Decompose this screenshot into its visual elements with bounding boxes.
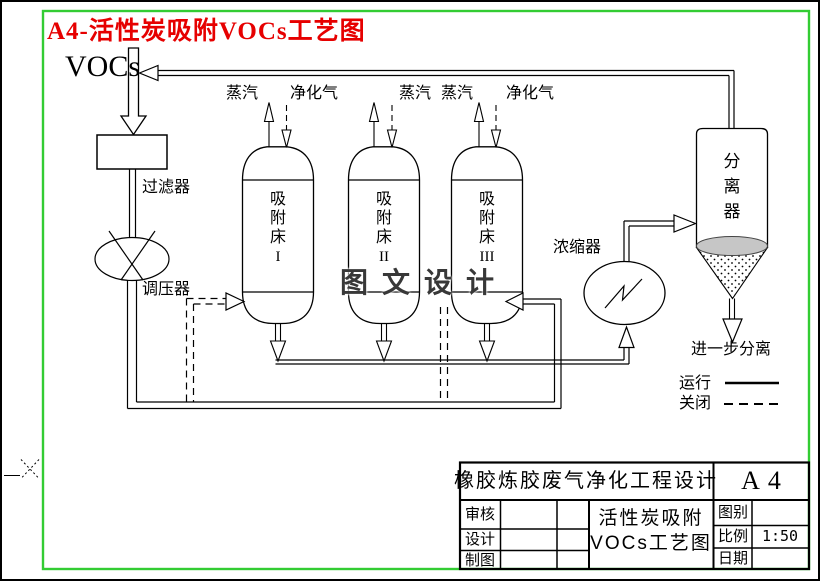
bed3-label-char: 吸: [478, 191, 496, 208]
title-block-drawing-title-line1: 活性炭吸附: [598, 508, 704, 529]
separator-label-char: 离: [723, 177, 741, 196]
title-block-date-label: 日期: [717, 550, 749, 567]
title-block-review-label: 审核: [464, 506, 496, 523]
filter-label: 过滤器: [142, 179, 191, 196]
steam-label-2: 蒸汽: [399, 85, 432, 102]
steam-up-arrow: [473, 102, 485, 123]
purified-gas-label-1: 净化气: [290, 85, 339, 102]
piping: [126, 64, 735, 410]
title-block-scale-label: 比例: [717, 528, 749, 545]
separator-liquid: [696, 236, 768, 256]
title-block-scale-value: 1:50: [761, 527, 799, 545]
bed1-label-char: 吸: [269, 191, 287, 208]
bed1-numeral: I: [275, 249, 281, 265]
bed3-numeral: III: [479, 249, 495, 265]
purified-down-arrow: [490, 129, 502, 148]
concentrator-symbol: [583, 260, 666, 349]
bed2-numeral: II: [379, 249, 389, 265]
bed1-label-char: 床: [269, 229, 287, 246]
steam-up-arrow: [368, 102, 380, 123]
bed3-feed-arrow: [504, 292, 524, 311]
bed1-feed-arrow: [225, 292, 246, 311]
bed2-label-char: 附: [375, 210, 393, 227]
bed3-label-char: 附: [478, 210, 496, 227]
adsorption-beds: [241, 146, 524, 325]
bed2-label-char: 床: [375, 229, 393, 246]
bed-top-arrows: [263, 102, 502, 148]
pipe-filter-regulator: [128, 169, 137, 238]
regulator-label: 调压器: [142, 281, 191, 298]
pipe-run-loop: [126, 280, 562, 410]
regulator-symbol: [94, 230, 170, 282]
steam-label-3: 蒸汽: [441, 85, 474, 102]
vocs-inlet-arrow: [119, 47, 148, 136]
concentrator-inlet-arrow: [618, 325, 635, 349]
separator-label-char: 分: [723, 152, 741, 171]
filter-box: [96, 134, 168, 170]
further-separation-label: 进一步分离: [690, 341, 772, 358]
page-title: A4-活性炭吸附VOCs工艺图: [47, 18, 366, 45]
purified-down-arrow: [281, 129, 292, 148]
bed1-label-char: 附: [269, 210, 287, 227]
steam-label-1: 蒸汽: [226, 85, 259, 102]
separator-inlet-arrow: [673, 214, 698, 233]
purified-down-arrow: [386, 129, 398, 148]
zigzag-icon: [604, 278, 643, 309]
title-block-grid: [458, 461, 811, 571]
bed3-label-char: 床: [478, 229, 496, 246]
register-mark: [4, 459, 40, 479]
separator-symbol: [695, 127, 769, 344]
pipe-outlet-header: [275, 347, 630, 365]
pipe-top-return: [137, 64, 735, 129]
green-frame: [41, 9, 811, 571]
title-block-sheet-size: A4: [741, 466, 789, 495]
title-block-drawing-title-line2: VOCs工艺图: [590, 533, 712, 554]
vocs-inlet-label: VOCs: [65, 50, 141, 83]
bed-outlet-arrows: [269, 324, 496, 363]
separator-label-char: 器: [723, 202, 741, 221]
pipe-closed-mid: [439, 307, 449, 402]
title-block-draft-label: 制图: [464, 552, 496, 569]
steam-up-arrow: [263, 102, 275, 123]
separator-bottoms-arrow: [722, 318, 743, 344]
concentrator-label: 浓缩器: [553, 239, 602, 256]
watermark-text: 图文设计: [340, 268, 509, 299]
title-block-category-label: 图别: [717, 504, 749, 521]
legend-closed-label: 关闭: [679, 395, 712, 412]
title-block-project-name: 橡胶炼胶废气净化工程设计: [454, 470, 718, 492]
pipe-concentrator-separator: [623, 220, 674, 262]
bed2-label-char: 吸: [375, 191, 393, 208]
pipe-closed-bed1: [185, 297, 226, 402]
title-block-design-label: 设计: [464, 531, 496, 548]
purified-gas-label-3: 净化气: [506, 85, 555, 102]
legend-run-label: 运行: [679, 375, 712, 392]
